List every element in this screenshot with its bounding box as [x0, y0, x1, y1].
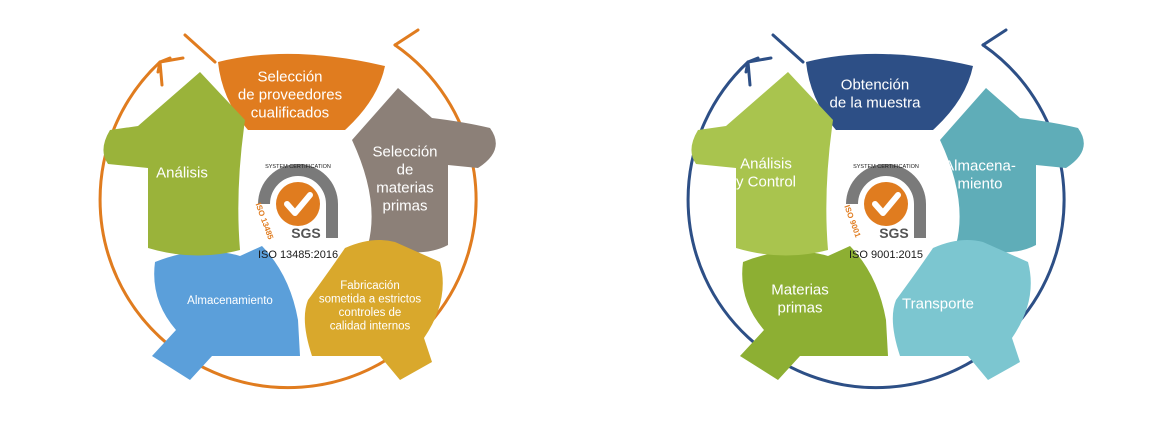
segment-manufacturing-label-line: sometida a estrictos	[319, 293, 422, 305]
segment-manufacturing-shape	[304, 240, 443, 380]
segment-sample-collection-label-line: de la muestra	[830, 94, 922, 111]
segment-manufacturing-label-line: Fabricación	[340, 280, 399, 292]
segment-supplier-selection-label-line: cualificados	[251, 104, 329, 121]
segment-supplier-selection-label-line: de proveedores	[238, 86, 342, 103]
segment-sample-collection-shape	[806, 53, 973, 130]
segment-manufacturing-label-line: calidad internos	[330, 320, 411, 332]
ring-arrowhead-icon	[156, 56, 185, 87]
segment-storage-shape	[940, 88, 1084, 253]
badge-arc-shape	[846, 164, 926, 238]
badge-top-text: SYSTEM CERTIFICATION	[265, 164, 331, 170]
segment-transport-shape	[892, 240, 1031, 380]
ring-arrowhead-icon	[744, 56, 773, 87]
segment-analysis-control-shape	[691, 72, 833, 256]
sgs-logo-text: SGS	[291, 225, 321, 241]
ring-end-mark	[981, 28, 1008, 47]
segment-analysis-label-line: Análisis	[156, 164, 208, 181]
badge-standard-text: ISO 13485	[254, 202, 276, 242]
segment-supplier-selection-shape	[218, 53, 385, 130]
segment-storage-shape	[152, 246, 300, 380]
checkmark-icon	[284, 192, 313, 216]
segment-raw-materials-shape	[740, 246, 888, 380]
certification-caption: ISO 13485:2016	[258, 249, 338, 261]
segment-storage-label-line: Almacena-	[944, 157, 1016, 174]
segment-manufacturing-label-line: controles de	[339, 307, 402, 319]
ring-end-mark	[393, 28, 420, 47]
segment-sample-collection-label-line: Obtención	[841, 76, 909, 93]
ring-start-mark	[771, 33, 805, 64]
certification-caption: ISO 9001:2015	[849, 249, 923, 261]
badge-arc-shape	[258, 164, 338, 238]
segment-analysis-control-label-line: y Control	[736, 173, 796, 190]
segment-storage-label-line: miento	[957, 175, 1002, 192]
badge-circle-shape	[276, 182, 320, 226]
segment-raw-material-selection-shape	[352, 88, 496, 253]
segment-raw-material-selection-label-line: Selección	[372, 143, 437, 160]
segment-raw-material-selection-label-line: de	[397, 161, 414, 178]
segment-raw-material-selection-label-line: materias	[376, 179, 434, 196]
ring-start-mark	[183, 33, 217, 64]
segment-raw-material-selection-label-line: primas	[382, 197, 427, 214]
badge-top-text: SYSTEM CERTIFICATION	[853, 164, 919, 170]
segment-storage-label-line: Almacenamiento	[187, 295, 273, 307]
segment-analysis-control-label-line: Análisis	[740, 155, 792, 172]
badge-circle-shape	[864, 182, 908, 226]
segment-supplier-selection-label-line: Selección	[257, 68, 322, 85]
segment-raw-materials-label-line: primas	[777, 299, 822, 316]
sgs-logo-text: SGS	[879, 225, 909, 241]
checkmark-icon	[872, 192, 901, 216]
segment-transport-label-line: Transporte	[902, 295, 974, 312]
segment-analysis-shape	[103, 72, 245, 256]
badge-standard-text: ISO 9001	[842, 204, 862, 239]
segment-raw-materials-label-line: Materias	[771, 281, 829, 298]
